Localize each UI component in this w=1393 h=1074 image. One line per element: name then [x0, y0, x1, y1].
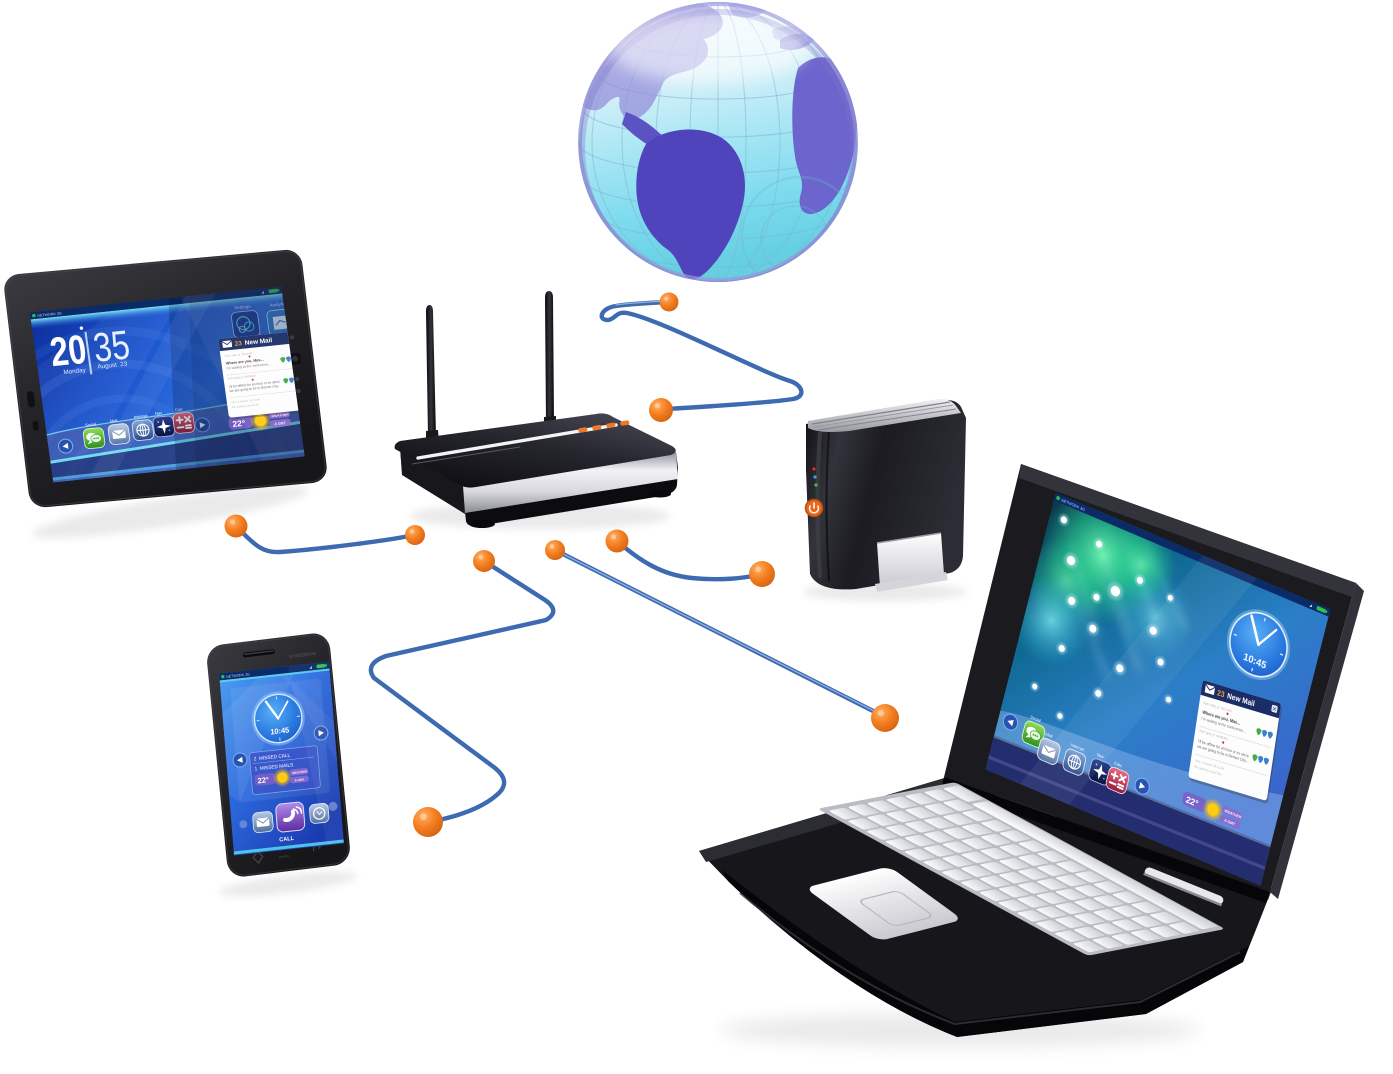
svg-text:22°: 22°	[232, 418, 246, 429]
svg-text:from: jenny_b 09:48 AM: from: jenny_b 09:48 AM	[228, 374, 256, 381]
svg-text:I’ll be offline for an hour or: I’ll be offline for an hour or so since	[229, 380, 280, 389]
svg-text:from: mika_st 10:12 AM: from: mika_st 10:12 AM	[225, 351, 253, 358]
svg-text:-5 GMT: -5 GMT	[1223, 818, 1236, 827]
svg-text:Calc: Calc	[174, 407, 183, 413]
svg-text:20: 20	[47, 326, 89, 375]
svg-text:NETWORK 3G: NETWORK 3G	[37, 311, 62, 317]
svg-text:35: 35	[90, 322, 132, 371]
svg-text:-5 GMT: -5 GMT	[294, 777, 305, 782]
svg-text:Calc: Calc	[1114, 760, 1123, 768]
svg-text:Internet: Internet	[1071, 742, 1086, 753]
svg-text:menu: menu	[279, 853, 291, 859]
svg-text:Nav: Nav	[155, 410, 163, 416]
svg-text:Social: Social	[85, 421, 97, 427]
svg-text:WEATHER: WEATHER	[1224, 809, 1242, 820]
svg-text:WEATHER: WEATHER	[271, 412, 289, 418]
svg-text:smartphone: smartphone	[289, 651, 317, 660]
svg-text:from: d.roberts 09:15 AM: from: d.roberts 09:15 AM	[231, 397, 260, 404]
svg-text:Internet: Internet	[134, 413, 149, 419]
svg-text:-5 GMT: -5 GMT	[274, 421, 287, 426]
svg-text:22°: 22°	[257, 775, 269, 785]
svg-text:Nav: Nav	[1096, 752, 1105, 760]
svg-text:10:45: 10:45	[270, 725, 290, 736]
svg-text:CALL: CALL	[279, 836, 295, 844]
svg-text:New Mail: New Mail	[244, 337, 273, 347]
svg-text:Where are you, Max...: Where are you, Max...	[226, 358, 264, 366]
svg-text:Settings: Settings	[234, 304, 252, 311]
svg-text:Mail: Mail	[1045, 731, 1053, 739]
svg-text:I’m waiting at the conference.: I’m waiting at the conference...	[226, 362, 271, 371]
svg-text:Monday: Monday	[63, 367, 87, 376]
svg-text:Social: Social	[1030, 714, 1041, 723]
svg-text:Mail: Mail	[110, 418, 118, 424]
svg-text:Re: quarterly report files: Re: quarterly report files	[232, 402, 260, 409]
svg-text:22°: 22°	[1185, 794, 1200, 809]
svg-text:1 MISSED MAILS: 1 MISSED MAILS	[254, 762, 293, 772]
svg-text:we are going to be in Denver C: we are going to be in Denver City...	[229, 384, 280, 393]
svg-text:August 23: August 23	[97, 361, 128, 371]
svg-text:23: 23	[234, 340, 243, 348]
svg-text:NETWORK 3G: NETWORK 3G	[226, 672, 250, 679]
svg-text:2 MISSED CALL: 2 MISSED CALL	[254, 752, 291, 762]
svg-text:Analytics: Analytics	[269, 301, 289, 308]
svg-text:WEATHER: WEATHER	[292, 769, 308, 775]
svg-text:23: 23	[1217, 688, 1226, 700]
